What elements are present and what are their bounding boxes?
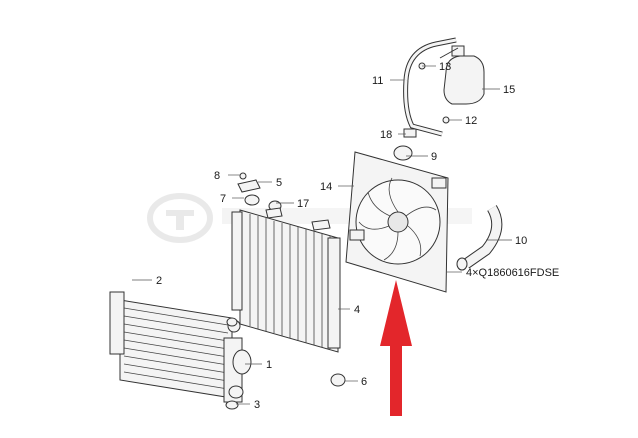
callout-3: 3	[254, 399, 260, 411]
callout-18: 18	[380, 129, 392, 141]
callout-11: 11	[372, 75, 383, 87]
callout-4: 4	[354, 304, 360, 316]
radiator	[227, 209, 341, 353]
callout-8: 8	[214, 170, 220, 182]
callout-6: 6	[361, 376, 367, 388]
callout-fastener: 4×Q1860616FDSE	[466, 267, 559, 279]
callout-5: 5	[276, 177, 282, 189]
top-clip	[265, 207, 331, 231]
part-3-nut	[225, 400, 239, 410]
intercooler	[109, 291, 252, 403]
radiator-bracket-5	[237, 179, 261, 193]
red-arrow-indicator	[380, 280, 412, 416]
expansion-tank	[439, 45, 485, 105]
callout-9: 9	[431, 151, 437, 163]
callout-14: 14	[320, 181, 332, 193]
lower-hose-10	[456, 205, 503, 271]
callout-13: 13	[439, 61, 451, 73]
callout-2: 2	[156, 275, 162, 287]
part-6-nut	[330, 373, 346, 387]
callout-1: 1	[266, 359, 272, 371]
overflow-hose-11	[403, 37, 457, 137]
washer	[226, 317, 238, 327]
callout-12: 12	[465, 115, 477, 127]
fan-shroud	[345, 151, 449, 293]
clip-18	[403, 128, 417, 138]
callout-7: 7	[220, 193, 226, 205]
leader-lines	[132, 65, 512, 405]
callout-17: 17	[297, 198, 309, 210]
callout-10: 10	[515, 235, 527, 247]
bolt-8	[239, 172, 247, 180]
mount-7	[244, 194, 260, 206]
callout-15: 15	[503, 84, 515, 96]
outlet-fitting-9	[393, 145, 413, 161]
